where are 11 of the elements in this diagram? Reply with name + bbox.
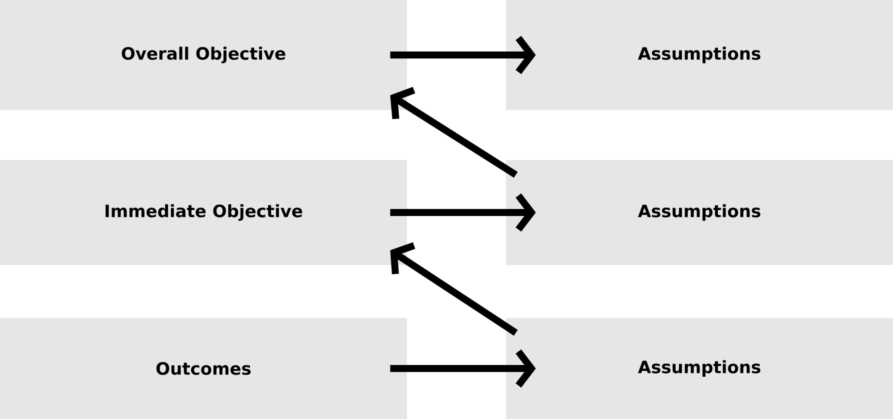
text-box: Assumptions — [506, 0, 893, 110]
text-box: Outcomes — [0, 318, 407, 419]
text-box: Immediate Objective — [0, 160, 407, 265]
arrow — [390, 193, 536, 232]
text-box: Assumptions — [506, 318, 893, 419]
arrow — [390, 86, 518, 178]
text-box: Assumptions — [506, 160, 893, 265]
arrow — [390, 242, 518, 336]
arrow — [390, 349, 536, 388]
text-box: Overall Objective — [0, 0, 407, 110]
arrow — [390, 36, 536, 74]
